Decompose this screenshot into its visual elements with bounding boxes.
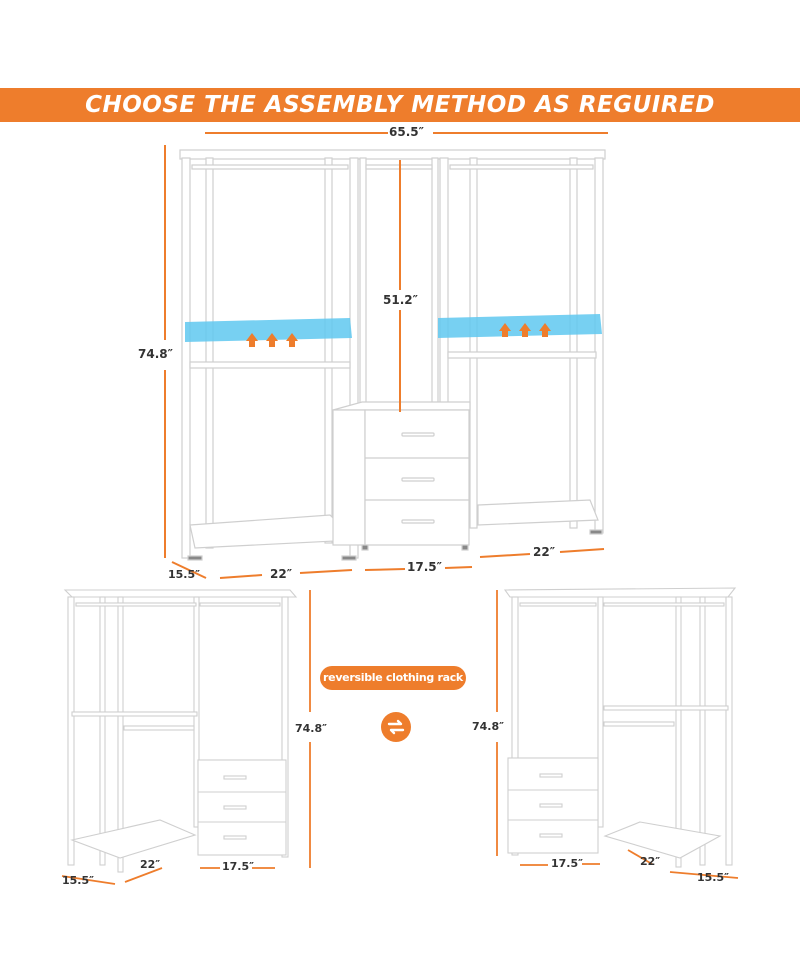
right-dim-side: 22″ (640, 855, 661, 868)
reversible-label: reversible clothing rack (320, 666, 466, 690)
highlight-bars (185, 314, 602, 342)
dim-depth: 15.5″ (168, 568, 201, 581)
left-dim-drawer: 17.5″ (222, 860, 255, 873)
right-dim-drawer: 17.5″ (551, 857, 584, 870)
banner: CHOOSE THE ASSEMBLY METHOD AS REGUIRED (0, 88, 800, 122)
dim-height: 74.8″ (138, 347, 173, 361)
main-wardrobe (179, 149, 606, 561)
up-arrow-icon (246, 323, 551, 347)
swap-arrows-icon (381, 712, 411, 742)
dim-middle-section: 17.5″ (407, 560, 442, 574)
right-corner-dimension-lines (496, 590, 739, 879)
main-dimension-lines (164, 132, 608, 579)
left-corner-dimension-lines (61, 590, 311, 885)
banner-title: CHOOSE THE ASSEMBLY METHOD AS REGUIRED (85, 92, 715, 118)
left-corner-wardrobe (63, 589, 298, 873)
drawer-chest (332, 401, 471, 551)
right-dim-height: 74.8″ (472, 720, 505, 733)
left-dim-height: 74.8″ (295, 722, 328, 735)
dim-width: 65.5″ (389, 125, 424, 139)
dim-hanging: 51.2″ (383, 293, 418, 307)
left-dim-side: 22″ (140, 858, 161, 871)
dim-right-section: 22″ (533, 545, 556, 559)
right-dim-depth: 15.5″ (697, 871, 730, 884)
right-corner-wardrobe (503, 587, 737, 868)
dim-left-section: 22″ (270, 567, 293, 581)
left-dim-depth: 15.5″ (62, 874, 95, 887)
